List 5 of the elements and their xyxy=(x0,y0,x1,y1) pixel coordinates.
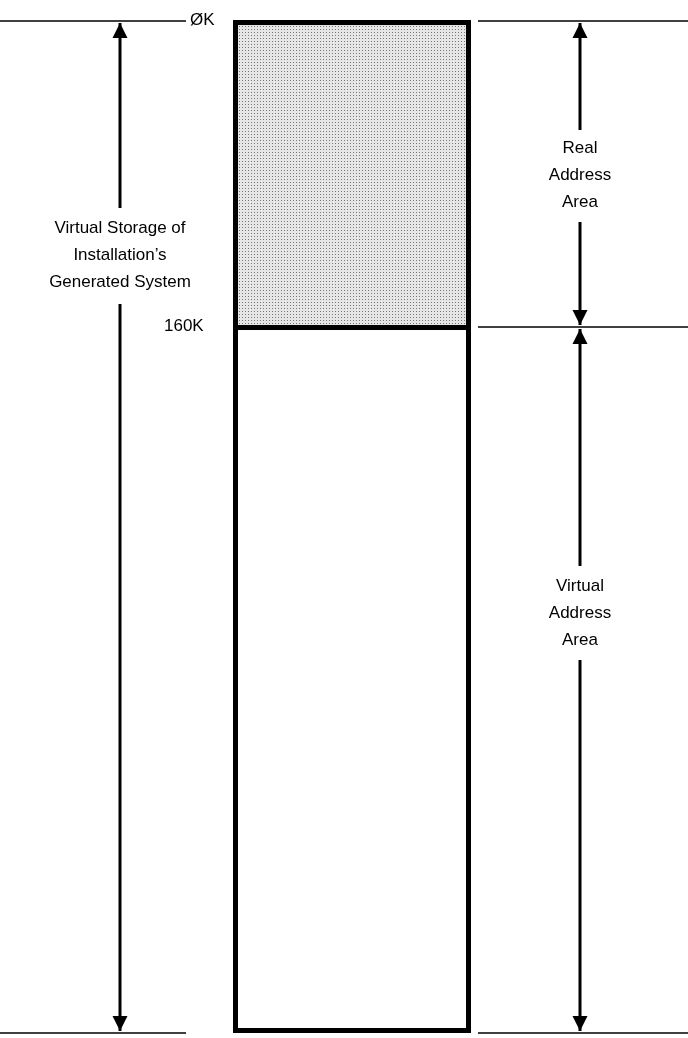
address-label: 160K xyxy=(164,315,205,337)
address-label: ØK xyxy=(190,9,216,31)
dimension-label: Real Address Area xyxy=(547,137,613,213)
dimension-label: Virtual Storage of Installation’s Generated System xyxy=(48,217,192,293)
dimension-label: Virtual Address Area xyxy=(547,575,613,651)
